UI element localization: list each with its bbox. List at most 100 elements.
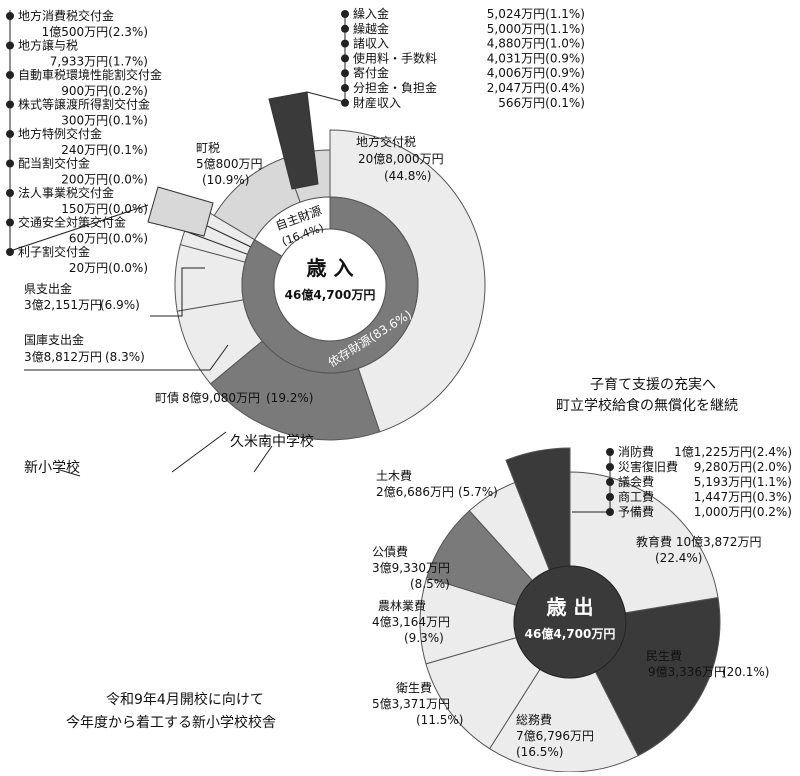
revenue-center-total: 46億4,700万円: [285, 287, 376, 302]
revenue-small-left-dot: [6, 189, 14, 197]
revenue-small-right-name: 諸収入: [353, 36, 389, 51]
revenue-small-left-name: 株式等譲渡所得割交付金: [18, 97, 150, 112]
revenue-label-name: 町債: [155, 390, 179, 405]
expenditure-small-dot: [606, 508, 614, 516]
expenditure-label-pct: (9.3%): [404, 631, 444, 645]
revenue-wedge-left: [147, 186, 214, 237]
revenue-small-left-dot: [6, 159, 14, 168]
revenue-small-left-value: 20万円(0.0%): [69, 261, 148, 275]
revenue-small-left-name: 地方特例交付金: [18, 126, 102, 141]
revenue-label-amount: 8億9,080万円: [182, 391, 260, 405]
expenditure-label-name: 教育費 10億3,872万円: [636, 534, 761, 549]
revenue-small-left-name: 交通安全対策交付金: [18, 215, 126, 230]
revenue-label-amount: 3億2,151万円: [24, 298, 102, 312]
revenue-small-left-value: 1億500万円(2.3%): [42, 25, 148, 39]
revenue-label-pct: (10.9%): [202, 173, 249, 187]
expenditure-label-amount: 2億6,686万円: [376, 485, 454, 499]
expenditure-small-value: 5,193万円(1.1%): [694, 475, 792, 489]
caption-child-support-2: 町立学校給食の無償化を継続: [556, 398, 738, 414]
revenue-leader-kokko: [24, 344, 229, 371]
revenue-small-left-dot: [6, 130, 14, 138]
revenue-small-right-name: 繰越金: [353, 21, 389, 36]
revenue-label-name: 町税: [196, 141, 220, 155]
school-new-leader: [59, 469, 81, 477]
revenue-small-right-name: 寄付金: [353, 65, 389, 80]
expenditure-small-dot: [606, 478, 614, 486]
expenditure-small-name: 消防費: [618, 444, 654, 459]
revenue-small-right-dot: [341, 39, 349, 48]
expenditure-label-name: 総務費: [516, 712, 552, 727]
caption-school-south: 久米南中学校: [230, 434, 314, 450]
expenditure-small-value: 9,280万円(2.0%): [694, 460, 792, 474]
revenue-label-name: 国庫支出金: [24, 332, 84, 347]
revenue-small-left-name: 地方消費税交付金: [18, 8, 114, 23]
expenditure-label-amount: 4億3,164万円: [372, 615, 450, 629]
expenditure-label-name: 土木費: [376, 468, 412, 483]
revenue-small-right-value: 5,000万円(1.1%): [487, 22, 585, 36]
revenue-small-left-name: 自動車税環境性能割交付金: [18, 67, 162, 82]
revenue-small-right-value: 566万円(0.1%): [498, 96, 585, 110]
revenue-label-amount: 3億8,812万円: [24, 350, 102, 364]
revenue-small-left-value: 150万円(0.0%): [61, 202, 148, 216]
expenditure-label-pct: (8.5%): [410, 577, 450, 591]
expenditure-label-pct: (5.7%): [458, 485, 498, 499]
expenditure-label-amount: 3億9,330万円: [372, 561, 450, 575]
revenue-small-right-dot: [341, 98, 349, 107]
revenue-small-left-value: 60万円(0.0%): [69, 232, 148, 246]
revenue-small-right-dot: [341, 54, 349, 63]
expenditure-label-amount: 5億3,371万円: [372, 697, 450, 711]
revenue-center-title: 歳 入: [307, 256, 354, 280]
revenue-small-right-dot: [341, 84, 349, 92]
revenue-small-left-name: 配当割交付金: [18, 156, 90, 171]
expenditure-small-dot: [606, 463, 614, 471]
expenditure-center-title: 歳 出: [547, 595, 594, 619]
revenue-small-right-dot: [341, 69, 349, 78]
expenditure-label-name: 民生費: [646, 648, 682, 663]
revenue-small-right-value: 4,031万円(0.9%): [487, 51, 585, 65]
expenditure-small-dot: [606, 448, 614, 456]
revenue-leader-ken: [150, 267, 205, 317]
expenditure-small-name: 予備費: [618, 504, 654, 519]
revenue-small-left-name: 法人事業税交付金: [18, 185, 114, 200]
revenue-small-left-name: 地方譲与税: [18, 38, 78, 53]
revenue-small-right-dot: [341, 24, 349, 33]
revenue-list-right-rail: [306, 14, 346, 103]
revenue-label-pct: (44.8%): [384, 169, 431, 183]
revenue-small-right-value: 5,024万円(1.1%): [487, 7, 585, 21]
revenue-small-right-name: 財産収入: [353, 95, 401, 110]
revenue-label-pct: (8.3%): [105, 350, 145, 364]
revenue-label-pct: (6.9%): [100, 298, 140, 312]
revenue-small-left-dot: [6, 218, 14, 227]
expenditure-label-amount: 9億3,336万円: [648, 665, 726, 679]
expenditure-small-value: 1,447万円(0.3%): [694, 490, 792, 504]
revenue-small-right-value: 4,880万円(1.0%): [487, 37, 585, 51]
revenue-subdivider: [184, 230, 248, 255]
expenditure-small-name: 災害復旧費: [618, 459, 678, 474]
expenditure-label-name: 衛生費: [396, 680, 432, 695]
revenue-small-left-dot: [6, 41, 14, 50]
expenditure-label-pct: (20.1%): [722, 665, 769, 679]
expenditure-small-value: 1億1,225万円(2.4%): [674, 445, 792, 459]
revenue-label-amount: 20億8,000万円: [358, 152, 444, 166]
expenditure-small-name: 議会費: [618, 474, 654, 489]
revenue-small-left-dot: [6, 71, 14, 79]
expenditure-small-name: 商工費: [618, 489, 654, 504]
expenditure-small-value: 1,000万円(0.2%): [694, 505, 792, 519]
revenue-label-amount: 5億800万円: [196, 157, 263, 171]
expenditure-label-pct: (16.5%): [516, 745, 563, 759]
expenditure-center: [513, 565, 627, 679]
revenue-label-name: 県支出金: [24, 281, 72, 296]
revenue-small-left-value: 300万円(0.1%): [61, 114, 148, 128]
expenditure-label-name: 農林業費: [378, 598, 426, 613]
school-south-leader-right: [253, 445, 273, 473]
revenue-small-left-dot: [6, 100, 14, 109]
revenue-small-left-name: 利子割交付金: [18, 244, 90, 259]
revenue-label-name: 地方交付税: [356, 134, 416, 149]
revenue-small-right-value: 2,047万円(0.4%): [487, 81, 585, 95]
revenue-small-left-dot: [6, 248, 14, 256]
revenue-small-left-value: 240万円(0.1%): [61, 143, 148, 157]
expenditure-center-total: 46億4,700万円: [525, 626, 616, 641]
revenue-small-left-value: 900万円(0.2%): [61, 84, 148, 98]
